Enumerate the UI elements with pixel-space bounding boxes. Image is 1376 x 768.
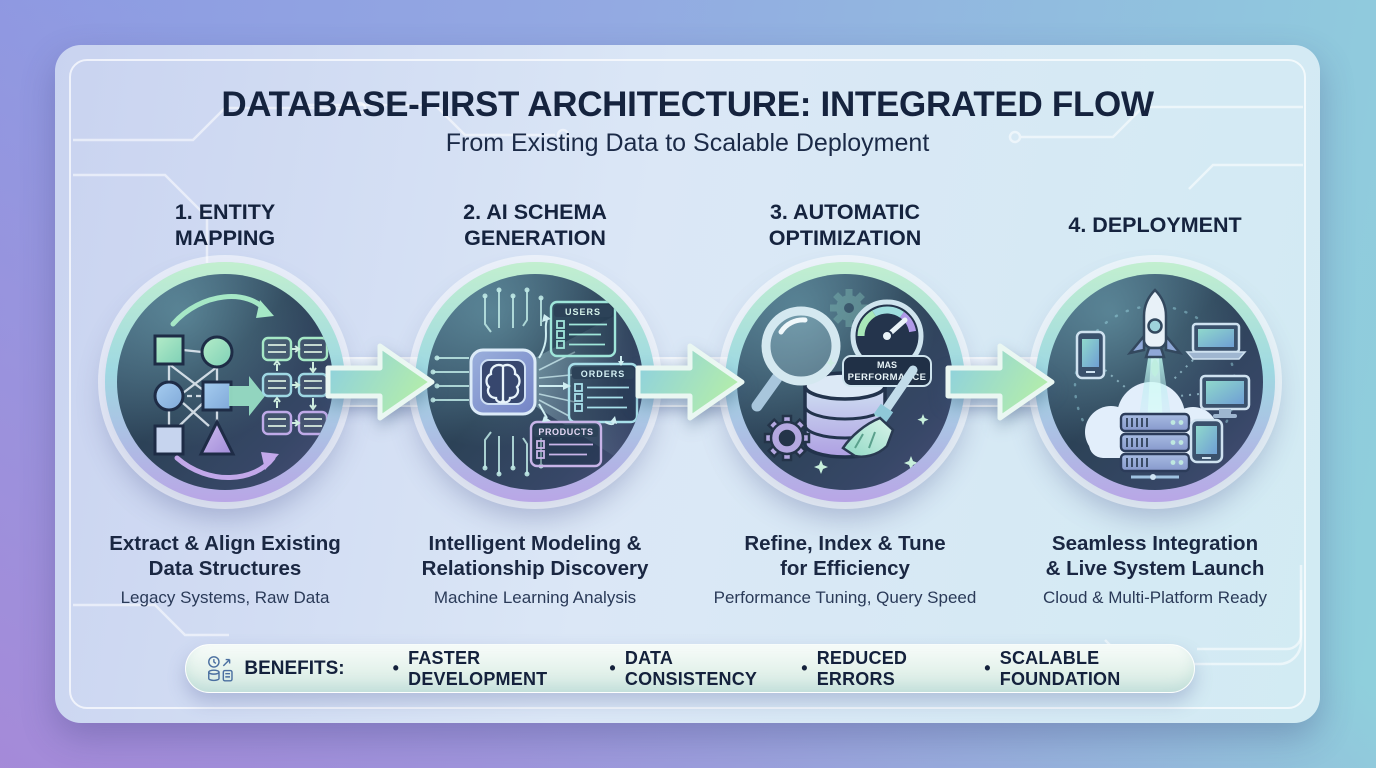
step-2-heading: 2. AI SCHEMA GENERATION — [463, 200, 607, 250]
benefits-icon — [208, 655, 233, 682]
bullet-icon: • — [984, 658, 991, 678]
gear-icon — [763, 414, 811, 462]
laptop-icon — [1185, 322, 1247, 360]
bullet-icon: • — [392, 658, 400, 678]
bullet-icon: • — [801, 658, 808, 678]
benefit-item-4: • SCALABLE FOUNDATION — [984, 648, 1174, 690]
schema-table-orders: ORDERS — [567, 362, 639, 424]
tablet-icon — [1189, 418, 1224, 464]
step-4-desc-title: Seamless Integration & Live System Launc… — [1045, 532, 1265, 580]
performance-gauge-icon: MAS PERFORMANCE — [842, 299, 932, 387]
circuit-trace-decoration — [73, 101, 1303, 687]
step-3-disc: MAS PERFORMANCE — [737, 274, 953, 490]
step-2-disc: USERS ORDERS — [427, 274, 643, 490]
benefit-text-4: SCALABLE FOUNDATION — [999, 647, 1121, 689]
flow-arrow-3 — [945, 343, 1055, 421]
schema-table-products: PRODUCTS — [529, 420, 603, 468]
page-subtitle: From Existing Data to Scalable Deploymen… — [445, 129, 930, 157]
monitor-icon — [1199, 374, 1251, 418]
step-1-desc-title: Extract & Align Existing Data Structures — [109, 532, 341, 580]
benefit-text-2: DATA CONSISTENCY — [624, 647, 758, 689]
step-4-desc-note: Cloud & Multi-Platform Ready — [1043, 588, 1267, 607]
step-1-heading: 1. ENTITY MAPPING — [174, 200, 276, 250]
server-rack-icon — [1119, 412, 1191, 480]
svg-text:ORDERS: ORDERS — [581, 369, 626, 379]
schema-table-users: USERS — [549, 300, 617, 358]
benefit-item-3: • REDUCED ERRORS — [801, 648, 950, 690]
rocket-icon — [1126, 288, 1184, 377]
step-1-disc — [117, 274, 333, 490]
phone-icon — [1075, 330, 1106, 380]
step-2-desc-title: Intelligent Modeling & Relationship Disc… — [421, 532, 649, 580]
step-3-description: Refine, Index & Tune for Efficiency Perf… — [695, 531, 995, 608]
step-3-desc-note: Performance Tuning, Query Speed — [713, 588, 977, 607]
optimization-icon: MAS PERFORMANCE — [751, 289, 932, 474]
step-4-heading: 4. DEPLOYMENT — [1068, 213, 1242, 238]
benefits-bar: BENEFITS: • FASTER DEVELOPMENT • DATA CO… — [185, 644, 1195, 693]
deployment-icon — [1073, 288, 1251, 480]
step-2-desc-note: Machine Learning Analysis — [433, 588, 637, 607]
step-1-desc-note: Legacy Systems, Raw Data — [120, 588, 330, 607]
benefit-text-3: REDUCED ERRORS — [816, 647, 908, 689]
svg-text:MAS: MAS — [877, 360, 897, 370]
entity-mapping-icon — [153, 294, 329, 480]
sparkles — [814, 358, 929, 474]
broom-icon — [841, 365, 918, 458]
step-4-description: Seamless Integration & Live System Launc… — [1005, 531, 1305, 608]
step-3-desc-title: Refine, Index & Tune for Efficiency — [744, 532, 946, 580]
ai-schema-icon: USERS ORDERS — [430, 287, 639, 477]
benefit-item-1: • FASTER DEVELOPMENT — [393, 648, 576, 690]
infographic-card: DATABASE-FIRST ARCHITECTURE: INTEGRATED … — [55, 45, 1320, 723]
page-title: DATABASE-FIRST ARCHITECTURE: INTEGRATED … — [221, 85, 1154, 124]
benefit-text-1: FASTER DEVELOPMENT — [408, 647, 548, 689]
flow-arrow-2 — [635, 343, 745, 421]
step-1-circle — [105, 262, 345, 502]
flow-arrow-1 — [325, 343, 435, 421]
step-2-description: Intelligent Modeling & Relationship Disc… — [385, 531, 685, 608]
svg-text:PRODUCTS: PRODUCTS — [538, 427, 593, 437]
svg-text:USERS: USERS — [565, 307, 601, 317]
step-3-circle: MAS PERFORMANCE — [725, 262, 965, 502]
step-2-circle: USERS ORDERS — [415, 262, 655, 502]
step-3-heading: 3. AUTOMATIC OPTIMIZATION — [768, 200, 922, 250]
bullet-icon: • — [609, 658, 616, 678]
magnifier-icon — [751, 306, 841, 412]
benefits-label: BENEFITS: — [244, 657, 345, 679]
svg-text:PERFORMANCE: PERFORMANCE — [848, 372, 927, 383]
step-4-disc — [1047, 274, 1263, 490]
step-1-description: Extract & Align Existing Data Structures… — [75, 531, 375, 608]
step-4-circle — [1035, 262, 1275, 502]
benefit-item-2: • DATA CONSISTENCY — [609, 648, 767, 690]
